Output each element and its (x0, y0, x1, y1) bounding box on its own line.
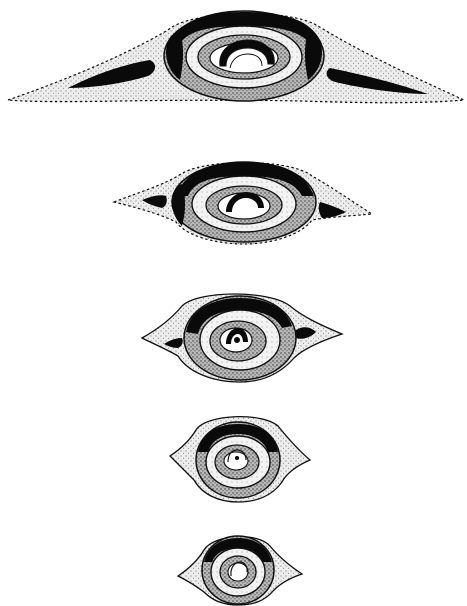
section-4 (170, 417, 310, 502)
section-2 (114, 162, 372, 244)
section-4-core-dot (235, 456, 239, 460)
section-3 (142, 294, 342, 382)
section-3-core-dot (234, 337, 240, 343)
section-1 (8, 11, 464, 103)
section-5 (178, 536, 302, 605)
